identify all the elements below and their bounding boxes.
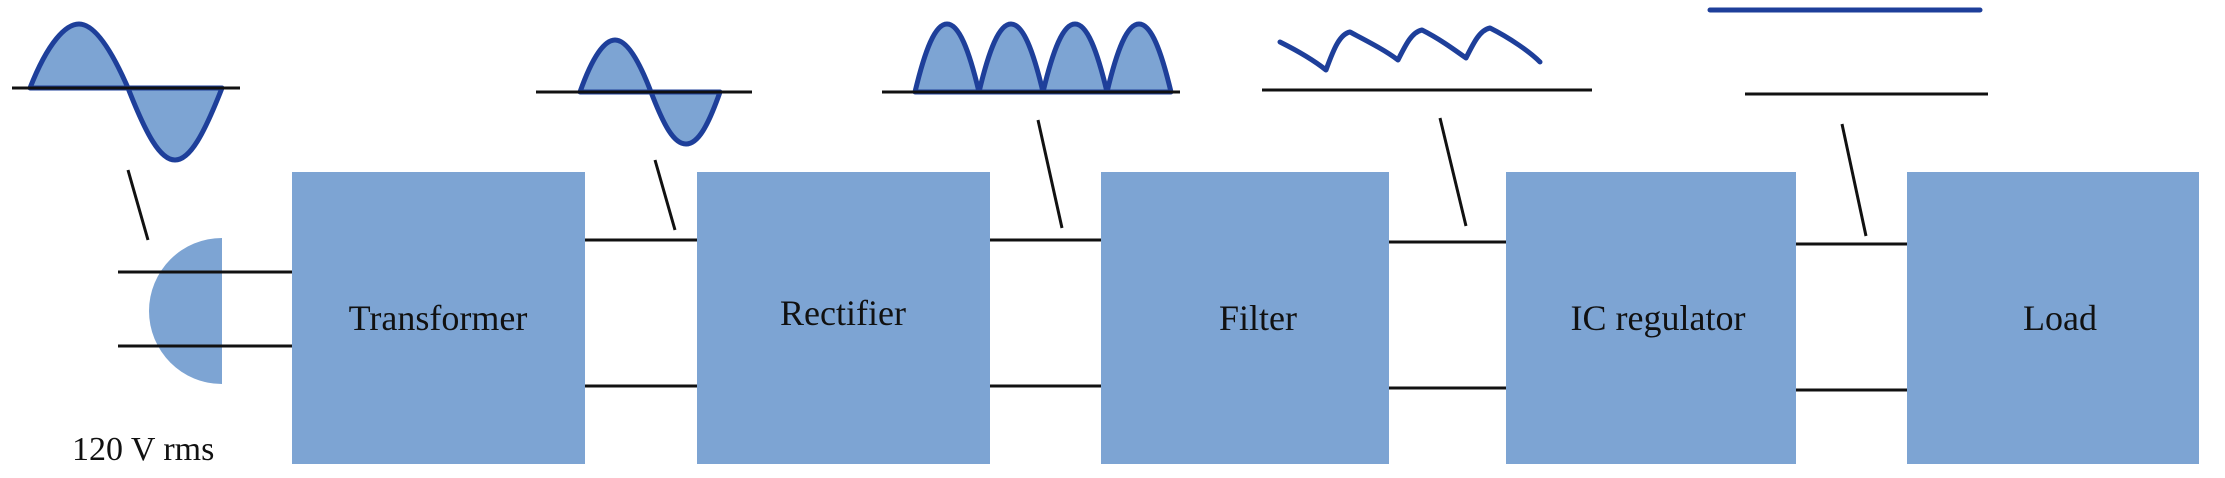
block-rectifier: Rectifier xyxy=(697,172,990,464)
rectifier-output-humps xyxy=(912,21,1174,95)
block-rectifier-label: Rectifier xyxy=(780,293,906,333)
transformer-output-positive-lobe xyxy=(577,37,654,95)
connector-rectifier-filter xyxy=(990,238,1101,388)
regulator-output-pointer xyxy=(1840,123,1868,237)
waveform-ac-input xyxy=(12,21,240,241)
filter-output-pointer xyxy=(1438,117,1468,227)
block-rectifier-box xyxy=(697,172,990,464)
rectifier-output-pointer xyxy=(1036,119,1064,229)
waveform-filter-output xyxy=(1262,25,1592,227)
block-transformer-box xyxy=(292,172,585,464)
transformer-output-pointer xyxy=(653,159,677,231)
transformer-output-negative-lobe xyxy=(648,89,723,147)
waveform-regulator-output xyxy=(1707,7,1988,237)
block-filter-box xyxy=(1101,172,1389,464)
filter-output-ripple xyxy=(1277,25,1543,73)
ac-input-pointer xyxy=(126,169,150,241)
block-load-box xyxy=(1907,172,2199,464)
connector-filter-regulator xyxy=(1389,240,1506,390)
block-ic-regulator-box xyxy=(1506,172,1796,464)
ac-plug-icon xyxy=(118,238,292,384)
block-load: Load xyxy=(1907,172,2199,464)
connector-transformer-rectifier xyxy=(585,238,697,388)
ac-input-negative-lobe xyxy=(125,85,225,163)
ac-input-positive-lobe xyxy=(27,21,131,91)
waveform-transformer-output xyxy=(536,37,752,231)
connector-regulator-load xyxy=(1796,242,1907,392)
block-filter-label: Filter xyxy=(1219,298,1297,338)
block-transformer: Transformer xyxy=(292,172,585,464)
block-filter: Filter xyxy=(1101,172,1389,464)
block-transformer-label: Transformer xyxy=(349,298,528,338)
block-ic-regulator-label: IC regulator xyxy=(1571,298,1746,338)
ac-plug-body xyxy=(149,238,222,384)
block-ic-regulator: IC regulator xyxy=(1506,172,1796,464)
block-load-label: Load xyxy=(2023,298,2097,338)
waveform-rectifier-output xyxy=(882,21,1180,229)
source-voltage-label: 120 V rms xyxy=(72,431,214,468)
